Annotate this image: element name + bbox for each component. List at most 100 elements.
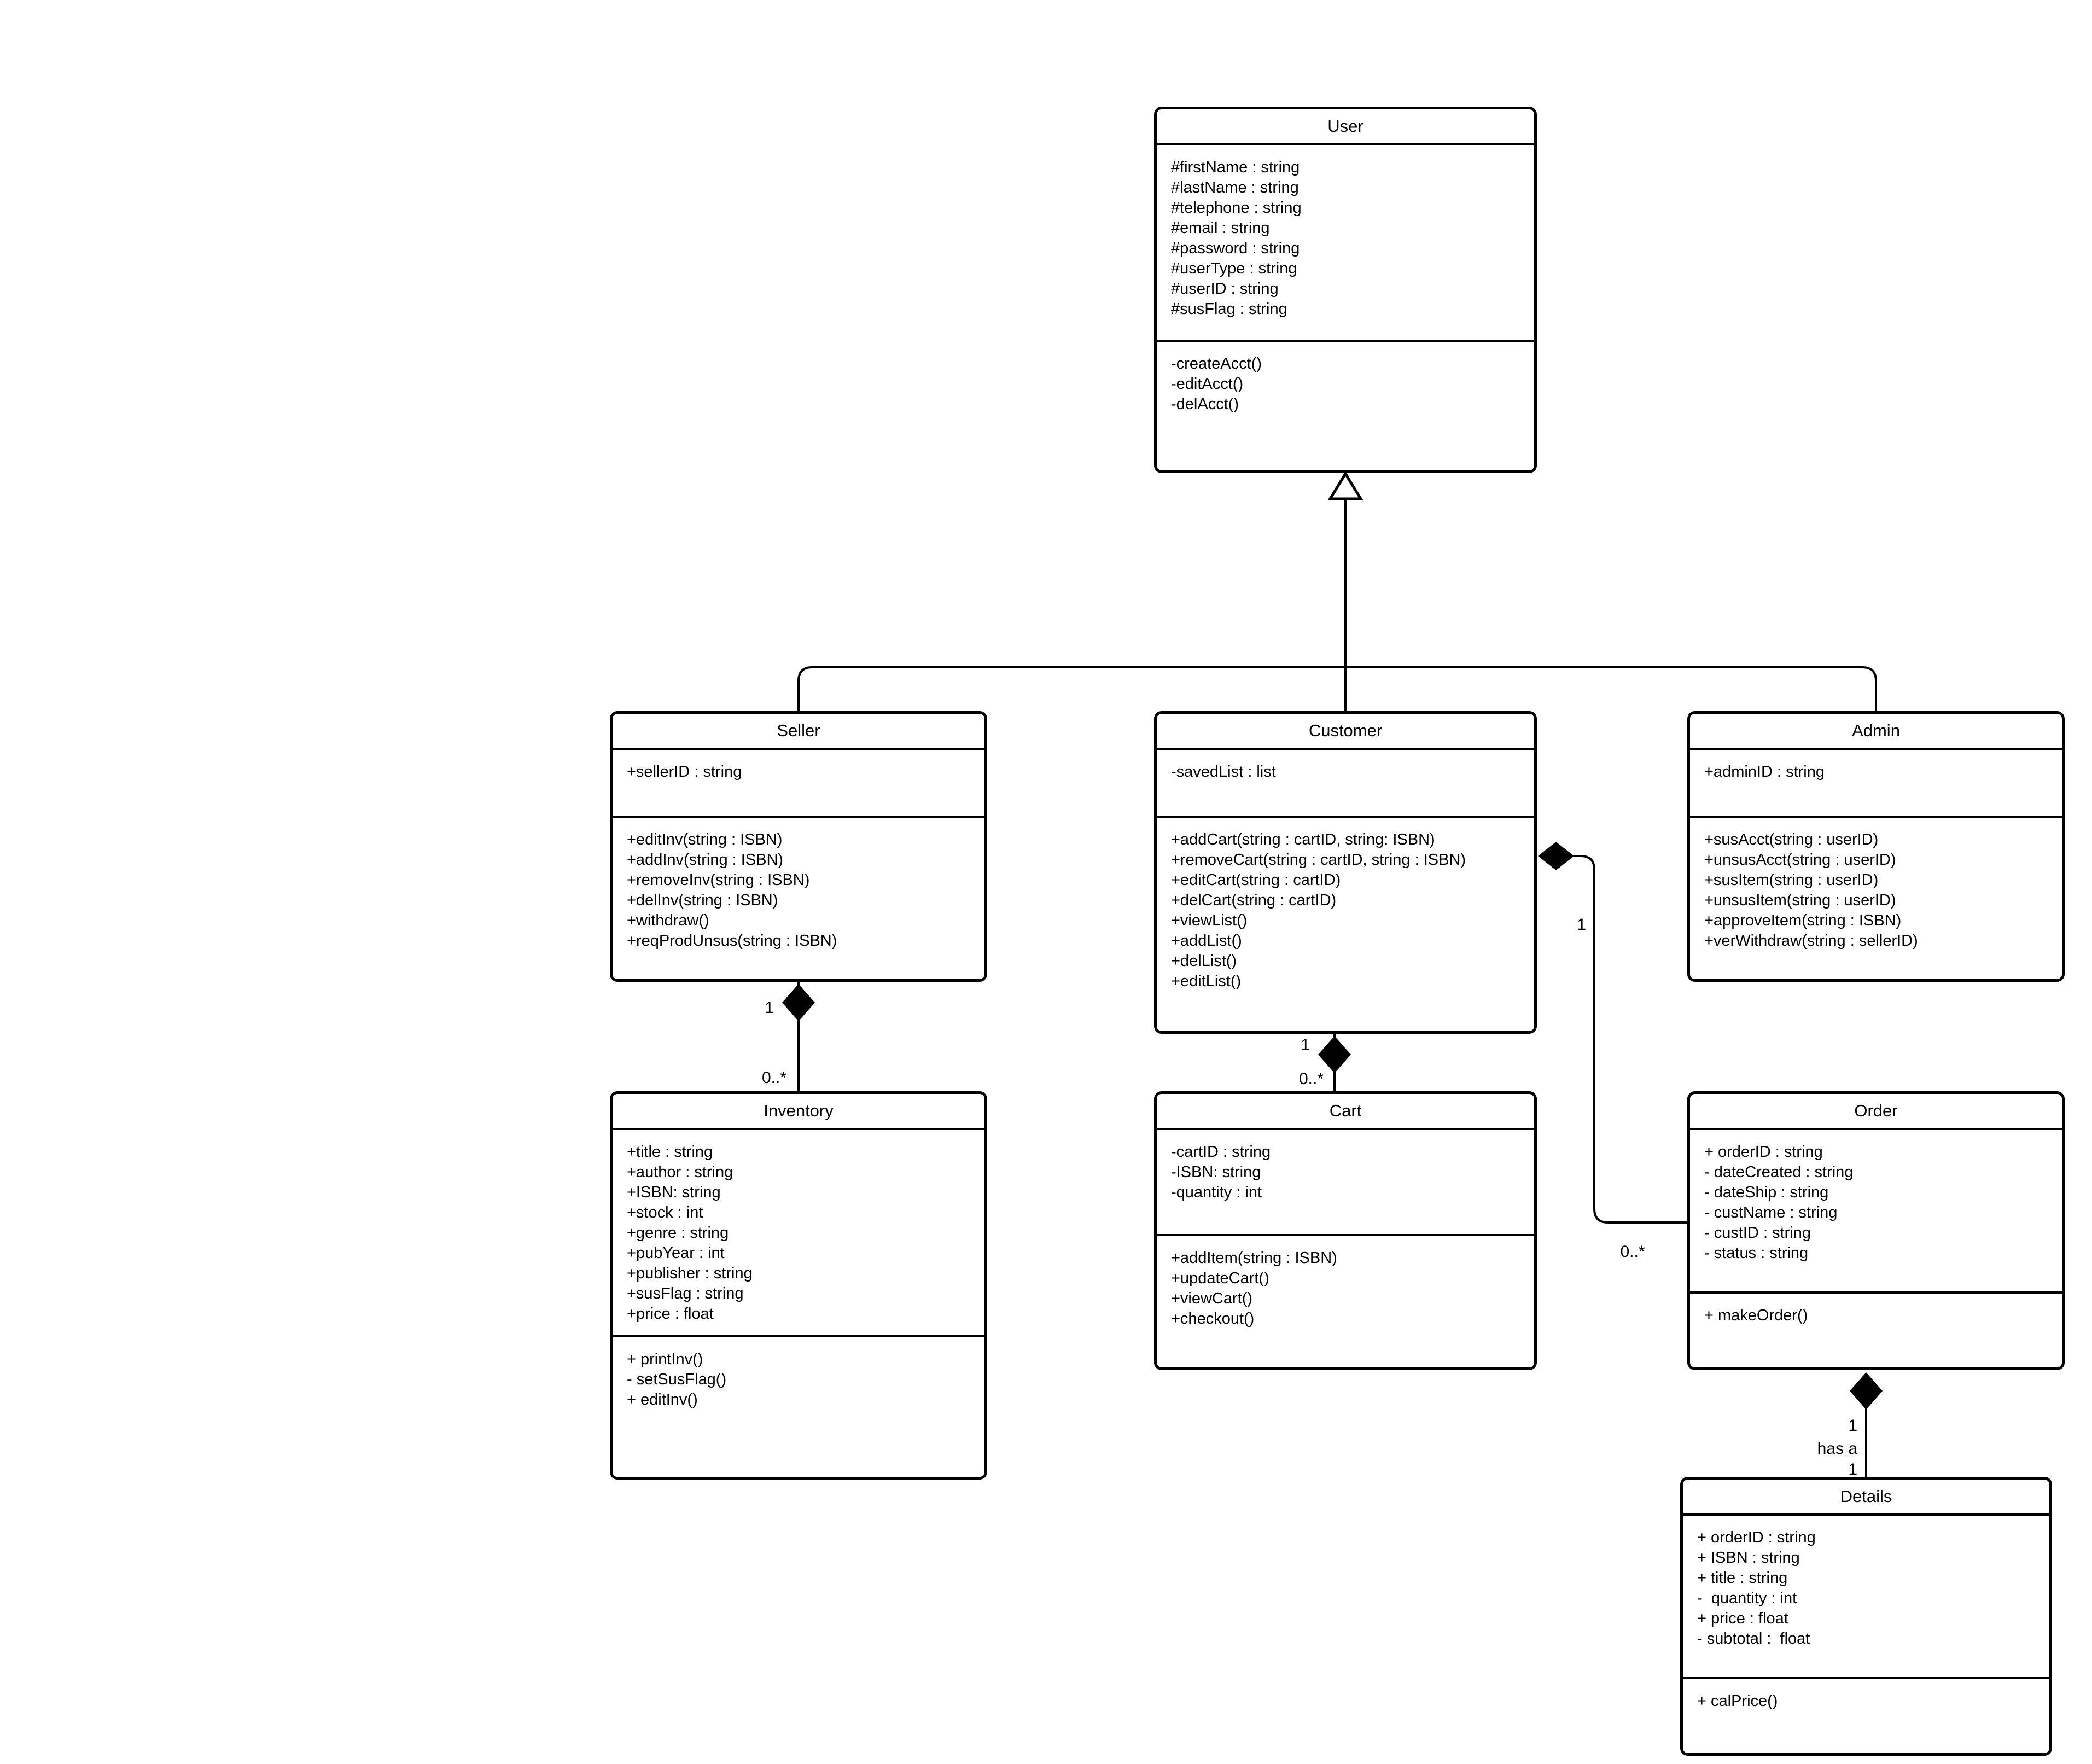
class-methods-seller: +editInv(string : ISBN)+addInv(string : … <box>613 816 984 979</box>
method-line: +susAcct(string : userID) <box>1704 831 1879 848</box>
attribute-line: - status : string <box>1704 1244 1809 1262</box>
attribute-line: +genre : string <box>627 1224 729 1242</box>
attribute-line: + price : float <box>1697 1610 1788 1627</box>
class-methods-inventory: + printInv()- setSusFlag()+ editInv() <box>613 1335 984 1477</box>
multiplicity-label: 1 <box>1848 1460 1857 1478</box>
attribute-line: +sellerID : string <box>627 763 742 781</box>
class-methods-customer: +addCart(string : cartID, string: ISBN)+… <box>1157 816 1534 1031</box>
method-line: +viewCart() <box>1171 1290 1253 1307</box>
method-line: + makeOrder() <box>1704 1307 1808 1324</box>
method-line: + calPrice() <box>1697 1692 1778 1710</box>
attribute-line: #susFlag : string <box>1171 300 1287 318</box>
attribute-line: +title : string <box>627 1143 713 1161</box>
attribute-line: - custName : string <box>1704 1204 1838 1221</box>
class-methods-order: + makeOrder() <box>1690 1291 2062 1367</box>
multiplicity-label: 1 <box>1577 916 1586 934</box>
class-customer[interactable]: Customer -savedList : list +addCart(stri… <box>1154 711 1537 1034</box>
attribute-line: +author : string <box>627 1163 733 1181</box>
method-line: +viewList() <box>1171 912 1248 929</box>
generalization-user-edge <box>797 471 1877 711</box>
attribute-line: +publisher : string <box>627 1265 753 1282</box>
method-line: -delAcct() <box>1171 395 1239 413</box>
attribute-line: - dateCreated : string <box>1704 1163 1854 1181</box>
class-attributes-cart: -cartID : string-ISBN: string-quantity :… <box>1157 1130 1534 1234</box>
method-line: +reqProdUnsus(string : ISBN) <box>627 932 837 950</box>
class-attributes-customer: -savedList : list <box>1157 750 1534 816</box>
class-title-details: Details <box>1683 1480 2049 1516</box>
attribute-line: #telephone : string <box>1171 199 1302 217</box>
method-line: +delInv(string : ISBN) <box>627 892 778 909</box>
class-attributes-admin: +adminID : string <box>1690 750 2062 816</box>
attribute-line: + title : string <box>1697 1569 1788 1587</box>
method-line: +checkout() <box>1171 1310 1255 1328</box>
method-line: +editList() <box>1171 973 1242 990</box>
class-cart[interactable]: Cart -cartID : string-ISBN: string-quant… <box>1154 1091 1537 1370</box>
attribute-line: #userID : string <box>1171 280 1279 298</box>
attribute-line: #firstName : string <box>1171 159 1300 176</box>
class-attributes-inventory: +title : string +author : string +ISBN: st… <box>613 1130 984 1335</box>
composition-seller-inventory-edge: 1 0..* <box>762 982 815 1091</box>
association-label: has a <box>1817 1440 1858 1458</box>
attribute-line: +stock : int <box>627 1204 703 1221</box>
class-title-inventory: Inventory <box>613 1094 984 1130</box>
class-order[interactable]: Order + orderID : string - dateCreated : … <box>1687 1091 2065 1370</box>
class-inventory[interactable]: Inventory +title : string +author : strin… <box>610 1091 987 1480</box>
composition-diamond-icon <box>1318 1036 1351 1073</box>
generalization-triangle-icon <box>1327 471 1363 500</box>
method-line: -createAcct() <box>1171 355 1262 372</box>
attribute-line: +susFlag : string <box>627 1285 744 1302</box>
class-methods-user: -createAcct() -editAcct() -delAcct() <box>1157 340 1534 470</box>
method-line: +removeInv(string : ISBN) <box>627 871 810 889</box>
method-line: -editAcct() <box>1171 375 1244 393</box>
attribute-line: +pubYear : int <box>627 1244 725 1262</box>
method-line: +approveItem(string : ISBN) <box>1704 912 1902 929</box>
multiplicity-label: 1 <box>765 999 774 1017</box>
attribute-line: #lastName : string <box>1171 179 1299 196</box>
method-line: +addItem(string : ISBN) <box>1171 1249 1337 1267</box>
attribute-line: -quantity : int <box>1171 1184 1262 1201</box>
method-line: +addList() <box>1171 932 1242 950</box>
multiplicity-label: 0..* <box>1299 1070 1324 1088</box>
class-attributes-user: #firstName : string #lastName : string #te… <box>1157 145 1534 340</box>
class-admin[interactable]: Admin +adminID : string +susAcct(string … <box>1687 711 2065 982</box>
composition-diamond-icon <box>1850 1372 1883 1410</box>
attribute-line: -savedList : list <box>1171 763 1276 781</box>
class-attributes-details: + orderID : string+ ISBN : string+ title… <box>1683 1516 2049 1677</box>
class-attributes-seller: +sellerID : string <box>613 750 984 816</box>
class-attributes-order: + orderID : string - dateCreated : string… <box>1690 1130 2062 1291</box>
class-methods-cart: +addItem(string : ISBN) +updateCart() +vie… <box>1157 1234 1534 1367</box>
class-title-cart: Cart <box>1157 1094 1534 1130</box>
class-title-order: Order <box>1690 1094 2062 1130</box>
method-line: +delList() <box>1171 952 1237 970</box>
attribute-line: #email : string <box>1171 219 1270 237</box>
class-title-user: User <box>1157 109 1534 145</box>
attribute-line: +adminID : string <box>1704 763 1825 781</box>
method-line: +unsusAcct(string : userID) <box>1704 851 1896 869</box>
attribute-line: #userType : string <box>1171 260 1297 277</box>
composition-customer-order-edge: 1 0..* <box>1538 842 1687 1261</box>
attribute-line: +ISBN: string <box>627 1184 721 1201</box>
class-title-customer: Customer <box>1157 714 1534 750</box>
multiplicity-label: 0..* <box>1620 1243 1645 1261</box>
composition-order-details-edge: 1 has a 1 <box>1817 1372 1883 1478</box>
attribute-line: + orderID : string <box>1704 1143 1823 1161</box>
method-line: +addInv(string : ISBN) <box>627 851 784 869</box>
method-line: - setSusFlag() <box>627 1371 727 1388</box>
class-details[interactable]: Details + orderID : string+ ISBN : strin… <box>1680 1477 2052 1756</box>
method-line: +updateCart() <box>1171 1270 1269 1287</box>
method-line: +editCart(string : cartID) <box>1171 871 1341 889</box>
class-seller[interactable]: Seller +sellerID : string +editInv(strin… <box>610 711 987 982</box>
class-methods-details: + calPrice() <box>1683 1677 2049 1753</box>
composition-diamond-icon <box>782 984 815 1021</box>
class-title-admin: Admin <box>1690 714 2062 750</box>
method-line: +susItem(string : userID) <box>1704 871 1879 889</box>
attribute-line: -cartID : string <box>1171 1143 1271 1161</box>
class-user[interactable]: User #firstName : string #lastName : stri… <box>1154 107 1537 473</box>
multiplicity-label: 0..* <box>762 1069 786 1087</box>
multiplicity-label: 1 <box>1848 1417 1857 1435</box>
attribute-line: - custID : string <box>1704 1224 1811 1242</box>
method-line: +verWithdraw(string : sellerID) <box>1704 932 1918 950</box>
attribute-line: - subtotal : float <box>1697 1630 1810 1647</box>
